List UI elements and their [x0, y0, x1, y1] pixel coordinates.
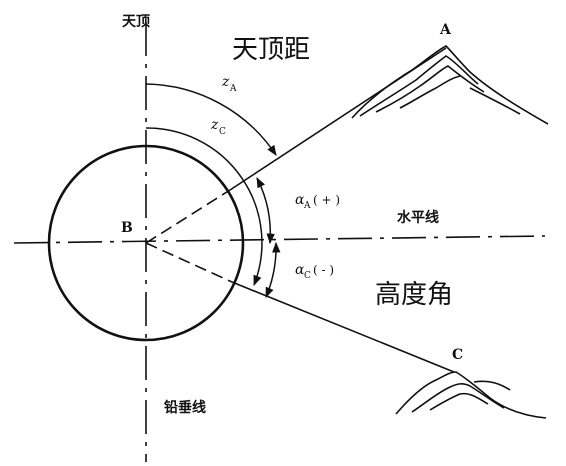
arc-alpha-c — [265, 241, 281, 298]
arc-z-c — [145, 127, 263, 286]
instrument-circle — [47, 144, 245, 342]
point-a-label: A — [439, 22, 452, 38]
alpha-a-subscript: A — [303, 201, 311, 211]
arc-alpha-a — [256, 177, 275, 245]
sight-line-a-dashed — [145, 189, 231, 244]
z-a-symbol: z — [221, 74, 230, 90]
alpha-c-subscript: C — [304, 271, 311, 281]
alpha-c-sign: ( - ) — [313, 263, 334, 277]
mountain-a — [351, 45, 549, 125]
horizontal-line-label: 水平线 — [397, 209, 439, 226]
zenith-distance-label: 天顶距 — [232, 35, 310, 65]
z-c-symbol: z — [210, 117, 219, 133]
mountain-c — [395, 371, 547, 419]
zenith-label: 天顶 — [122, 14, 150, 30]
alpha-a-sign: ( + ) — [313, 193, 340, 207]
point-c-label: C — [452, 347, 463, 363]
alpha-a-symbol: α — [295, 192, 305, 208]
elevation-angle-label: 高度角 — [375, 280, 453, 310]
horizontal-line — [13, 235, 546, 244]
arc-z-a — [145, 83, 277, 156]
point-b-label: B — [121, 220, 133, 236]
z-a-subscript: A — [229, 84, 237, 94]
plumb-line-label: 铅垂线 — [163, 399, 206, 416]
z-c-subscript: C — [219, 127, 226, 137]
alpha-c-symbol: α — [295, 262, 305, 278]
sight-line-c-dashed — [145, 242, 233, 283]
